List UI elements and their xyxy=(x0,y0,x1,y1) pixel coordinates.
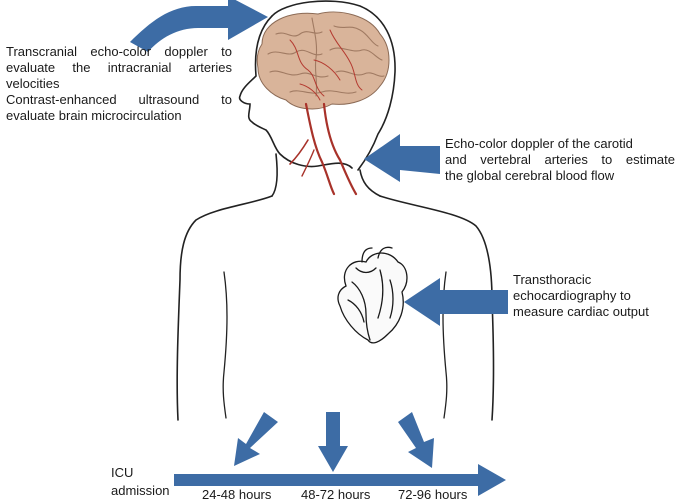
brain-illustration xyxy=(256,11,390,110)
label-line: measure cardiac output xyxy=(513,304,649,319)
down-arrow-1 xyxy=(234,412,278,466)
label-line: Transthoracic xyxy=(513,272,592,287)
label-line: Contrast-enhanced ultrasound to xyxy=(6,92,232,107)
label-line: echocardiography to xyxy=(513,288,631,303)
label-echocardiography: Transthoracic echocardiography to measur… xyxy=(513,272,649,320)
arrows xyxy=(130,0,508,496)
timeline-period-1: 24-48 hours xyxy=(202,487,272,502)
label-line: ICU xyxy=(111,465,134,480)
down-arrow-2 xyxy=(318,412,348,472)
label-line: the global cerebral blood flow xyxy=(445,168,615,183)
label-line: velocities xyxy=(6,76,60,91)
label-line: and vertebral arteries to estimate xyxy=(445,152,675,167)
label-line: evaluate the intracranial arteries xyxy=(6,60,232,75)
label-line: Echo-color doppler of the carotid xyxy=(445,136,633,151)
label-transcranial-doppler: Transcranial echo-color doppler to evalu… xyxy=(6,44,232,124)
heart-arrow xyxy=(404,278,508,326)
timeline-period-3: 72-96 hours xyxy=(398,487,468,502)
label-line: admission xyxy=(111,483,170,498)
body-outline xyxy=(176,0,495,421)
arteries xyxy=(289,29,363,196)
brain-arrow xyxy=(130,0,268,52)
carotid-arrow xyxy=(364,134,440,182)
icu-admission-label: ICU admission xyxy=(111,464,170,500)
timeline-period-2: 48-72 hours xyxy=(301,487,371,502)
heart-illustration xyxy=(337,246,408,344)
label-carotid-doppler: Echo-color doppler of the carotid and ve… xyxy=(445,136,675,184)
timeline-arrow xyxy=(174,464,506,496)
label-line: evaluate brain microcirculation xyxy=(6,108,182,123)
down-arrow-3 xyxy=(398,412,434,468)
label-line: Transcranial echo-color doppler to xyxy=(6,44,232,59)
